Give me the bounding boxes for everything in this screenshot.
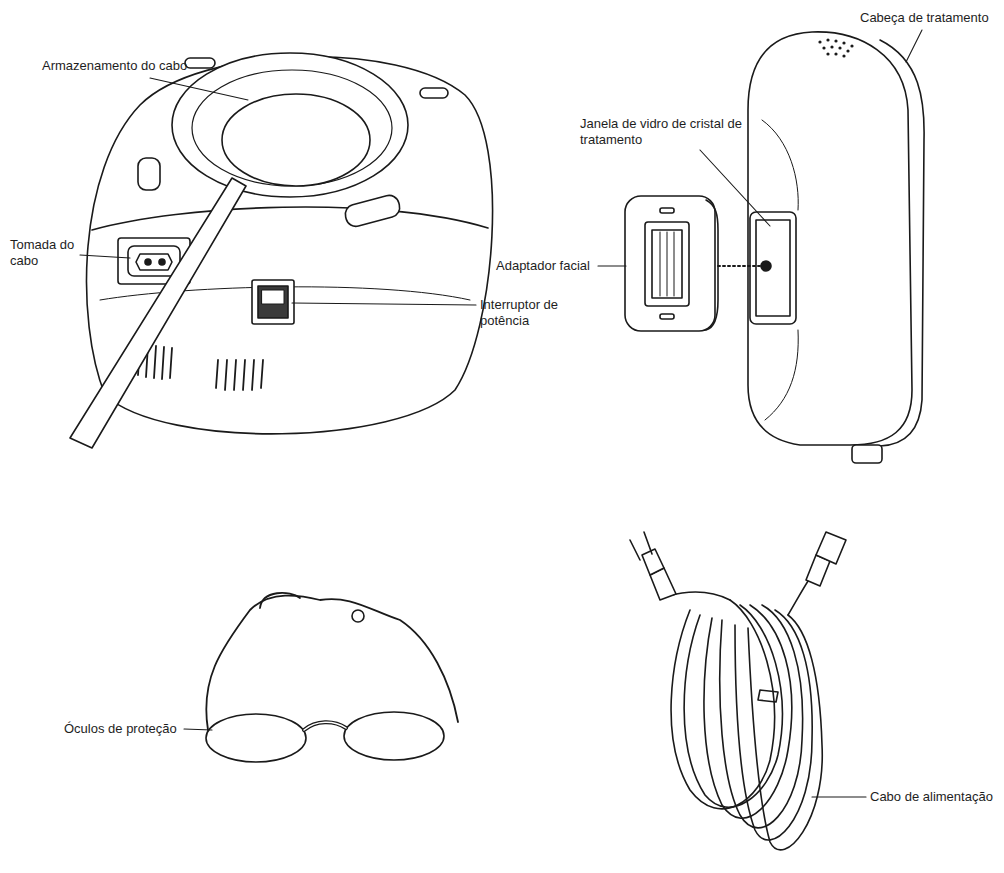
part-label: Armazenamento do cabo bbox=[42, 58, 187, 74]
goggles-lens bbox=[206, 714, 306, 762]
facial-adapter bbox=[625, 196, 715, 331]
treatment-head bbox=[748, 32, 912, 445]
part-label: Janela de vidro de cristal de tratamento bbox=[580, 116, 752, 149]
goggles-strap bbox=[206, 596, 458, 730]
part-label: Adaptador facial bbox=[496, 258, 590, 274]
crystal-window bbox=[750, 212, 796, 324]
goggles-lens bbox=[344, 712, 444, 760]
power-switch bbox=[252, 280, 294, 324]
part-label: Óculos de proteção bbox=[64, 721, 177, 737]
part-label: Cabeça de tratamento bbox=[860, 10, 989, 26]
cord bbox=[70, 178, 246, 448]
part-label: Cabo de alimentação bbox=[870, 789, 993, 805]
power-cable bbox=[668, 575, 822, 850]
part-label: Tomada do cabo bbox=[10, 237, 78, 270]
base-unit-body bbox=[86, 57, 492, 434]
part-label: Interruptor de potência bbox=[480, 297, 580, 330]
